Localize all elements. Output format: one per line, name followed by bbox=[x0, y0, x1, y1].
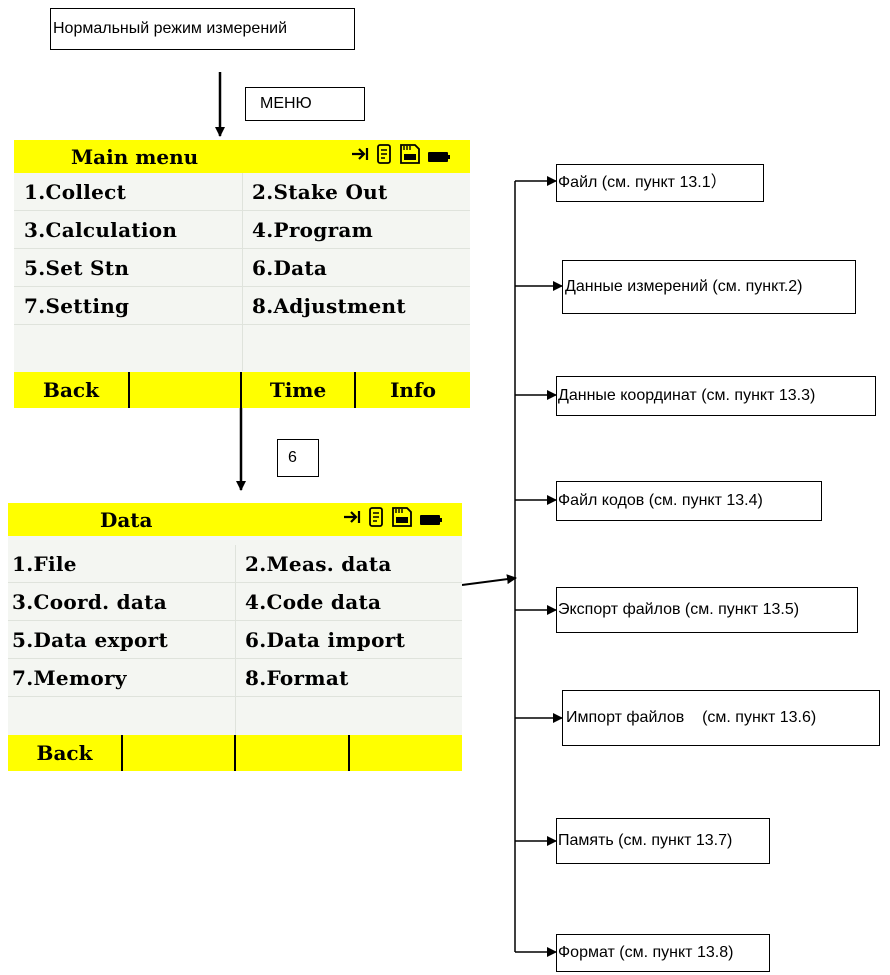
data-menu-status-icons bbox=[343, 506, 442, 532]
main-menu-item-program[interactable]: 4.Program bbox=[252, 218, 374, 242]
softkey-f3[interactable] bbox=[236, 735, 350, 771]
data-menu-item-memory[interactable]: 7.Memory bbox=[12, 666, 127, 690]
branch-export: Экспорт файлов (см. пункт 13.5) bbox=[556, 587, 858, 633]
branch-code-file: Файл кодов (см. пункт 13.4) bbox=[556, 481, 822, 521]
branch-import-label: Импорт файлов (см. пункт 13.6) bbox=[566, 709, 817, 726]
branch-import: Импорт файлов (см. пункт 13.6) bbox=[562, 690, 880, 746]
data-menu-screen: Data 1.File 2.Meas. data 3.Coord. data 4… bbox=[8, 503, 462, 771]
branch-code-file-label: Файл кодов (см. пункт 13.4) bbox=[558, 492, 763, 509]
branch-meas-data-label: Данные измерений (см. пункт.2) bbox=[565, 278, 803, 295]
main-menu-softkeys: Back Time Info bbox=[14, 372, 470, 408]
battery-document-icon bbox=[368, 506, 384, 533]
main-menu-screen: Main menu 1.Collect 2.Stake Out 3.Calcul… bbox=[14, 140, 470, 408]
arrow-to-branch-bus bbox=[461, 574, 517, 586]
branch-file-label: Файл (см. пункт 13.1） bbox=[558, 174, 727, 191]
main-menu-item-data[interactable]: 6.Data bbox=[252, 256, 328, 280]
branch-export-label: Экспорт файлов (см. пункт 13.5) bbox=[558, 601, 800, 618]
main-menu-column-divider bbox=[242, 173, 243, 371]
main-menu-title: Main menu bbox=[71, 145, 199, 169]
battery-icon bbox=[428, 144, 450, 168]
main-menu-item-setting[interactable]: 7.Setting bbox=[24, 294, 130, 318]
main-menu-item-adjustment[interactable]: 8.Adjustment bbox=[252, 294, 406, 318]
data-menu-item-file[interactable]: 1.File bbox=[12, 552, 77, 576]
normal-mode-box: Нормальный режим измерений bbox=[50, 8, 355, 50]
data-menu-item-meas-data[interactable]: 2.Meas. data bbox=[245, 552, 392, 576]
data-menu-row-3: 5.Data export 6.Data import bbox=[8, 621, 462, 659]
branch-meas-data: Данные измерений (см. пункт.2) bbox=[562, 260, 856, 314]
menu-key-label: МЕНЮ bbox=[260, 95, 312, 112]
branch-memory-label: Память (см. пункт 13.7) bbox=[558, 832, 733, 849]
softkey-time[interactable]: Time bbox=[242, 372, 356, 408]
main-menu-status-icons bbox=[351, 143, 450, 169]
data-key-label: 6 bbox=[288, 449, 297, 466]
sd-card-icon bbox=[399, 143, 421, 170]
main-menu-row-2: 3.Calculation 4.Program bbox=[14, 211, 470, 249]
arrow-to-bar-icon bbox=[343, 507, 361, 531]
battery-icon bbox=[420, 507, 442, 531]
data-menu-item-coord-data[interactable]: 3.Coord. data bbox=[12, 590, 167, 614]
data-menu-title: Data bbox=[100, 508, 153, 532]
branch-coord-data-label: Данные координат (см. пункт 13.3) bbox=[558, 387, 816, 404]
data-menu-title-bar: Data bbox=[8, 503, 462, 536]
softkey-f4[interactable] bbox=[350, 735, 462, 771]
branch-file: Файл (см. пункт 13.1） bbox=[556, 164, 764, 202]
data-key-box: 6 bbox=[277, 439, 319, 477]
branch-memory: Память (см. пункт 13.7) bbox=[556, 818, 770, 864]
main-menu-item-calculation[interactable]: 3.Calculation bbox=[24, 218, 178, 242]
softkey-f2[interactable] bbox=[123, 735, 236, 771]
data-menu-item-format[interactable]: 8.Format bbox=[245, 666, 349, 690]
arrow-to-bar-icon bbox=[351, 144, 369, 168]
branch-format-label: Формат (см. пункт 13.8) bbox=[558, 944, 734, 961]
branch-coord-data: Данные координат (см. пункт 13.3) bbox=[556, 376, 876, 416]
data-menu-item-data-export[interactable]: 5.Data export bbox=[12, 628, 168, 652]
data-menu-item-code-data[interactable]: 4.Code data bbox=[245, 590, 382, 614]
data-menu-column-divider bbox=[235, 545, 236, 735]
normal-mode-label: Нормальный режим измерений bbox=[53, 20, 288, 37]
softkey-back[interactable]: Back bbox=[14, 372, 130, 408]
menu-key-box: МЕНЮ bbox=[245, 87, 365, 121]
softkey-info[interactable]: Info bbox=[390, 378, 436, 402]
battery-document-icon bbox=[376, 143, 392, 170]
sd-card-icon bbox=[391, 506, 413, 533]
softkey-empty[interactable] bbox=[130, 372, 242, 408]
softkey-back[interactable]: Back bbox=[8, 735, 123, 771]
branch-format: Формат (см. пункт 13.8) bbox=[556, 934, 770, 972]
main-menu-title-bar: Main menu bbox=[14, 140, 470, 173]
main-menu-item-collect[interactable]: 1.Collect bbox=[24, 180, 127, 204]
data-menu-item-data-import[interactable]: 6.Data import bbox=[245, 628, 406, 652]
main-menu-item-stake-out[interactable]: 2.Stake Out bbox=[252, 180, 388, 204]
main-menu-item-set-stn[interactable]: 5.Set Stn bbox=[24, 256, 130, 280]
data-menu-softkeys: Back bbox=[8, 735, 462, 771]
